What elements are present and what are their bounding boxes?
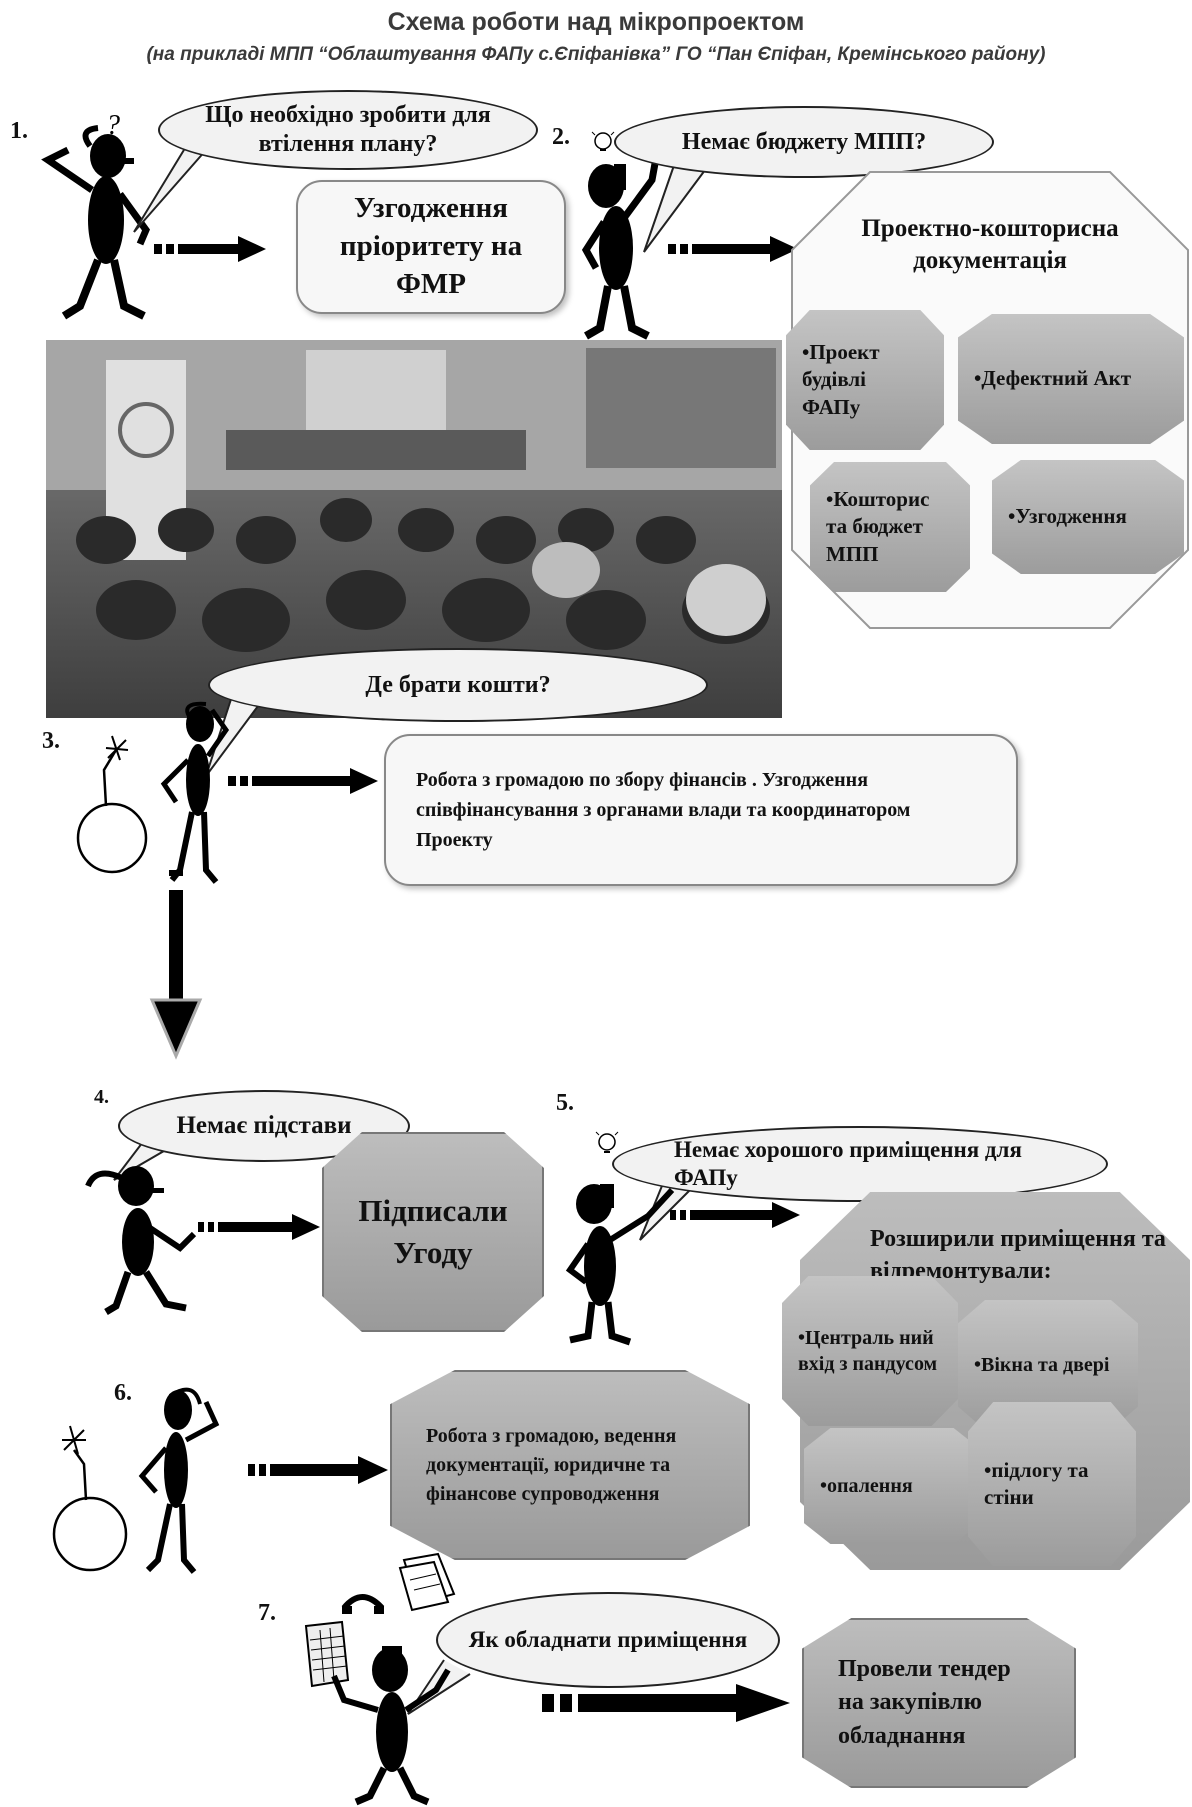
step-2-result-title: Проектно-кошторисна документація xyxy=(861,214,1119,275)
svg-text:?: ? xyxy=(106,110,120,141)
step-2-arrow xyxy=(668,236,798,262)
renovation-item-heating: •опалення xyxy=(804,1428,980,1544)
stick-figure-icon xyxy=(85,1166,197,1316)
stick-figure-icon xyxy=(565,1184,675,1346)
step-2-result-container: Проектно-кошторисна документація •Проект… xyxy=(786,170,1190,630)
step-1-arrow xyxy=(154,236,266,262)
diagram-title: Схема роботи над мікропроектом xyxy=(387,8,805,36)
step-3-number: 3. xyxy=(42,728,60,754)
step-2-number: 2. xyxy=(552,124,570,150)
step-1-result: Узгодження пріоритету на ФМР xyxy=(296,180,566,314)
stick-figure-icon xyxy=(41,125,150,320)
step-5-bubble: Немає хорошого приміщення для ФАПу xyxy=(612,1126,1108,1202)
doc-item-defect-act: •Дефектний Акт xyxy=(958,314,1184,444)
step-1-bubble: Що необхідно зробити для втілення плану? xyxy=(158,90,538,170)
bubble-tail-1 xyxy=(133,139,207,233)
doc-item-approval: •Узгодження xyxy=(992,460,1184,574)
step-6-result: Робота з громадою, ведення документації,… xyxy=(390,1370,750,1560)
step-2-bubble: Немає бюджету МПП? xyxy=(614,106,994,178)
step-6-arrow xyxy=(248,1456,388,1484)
step-3-result: Робота з громадою по збору фінансів . Уз… xyxy=(384,734,1018,886)
step-5-result-container: Розширили приміщення та відремонтували: … xyxy=(782,1192,1190,1570)
renovation-item-entrance: •Централь ний вхід з пандусом xyxy=(782,1276,958,1426)
step-7-number: 7. xyxy=(258,1600,276,1626)
stick-figure-icon xyxy=(160,701,230,884)
lightbulb-icon xyxy=(591,131,615,151)
renovation-item-floor-walls: •підлогу та стіни xyxy=(968,1402,1136,1566)
bubble-tail-2 xyxy=(643,147,715,253)
step-5-arrow xyxy=(670,1202,800,1228)
papers-icon xyxy=(398,1552,456,1612)
question-mark-icon: ? xyxy=(106,110,120,141)
step-7-bubble: Як обладнати приміщення xyxy=(436,1592,780,1688)
bomb-icon xyxy=(52,1425,128,1572)
step-7-arrow xyxy=(542,1684,792,1722)
phone-icon xyxy=(341,1594,385,1614)
stick-figure-icon xyxy=(581,157,660,340)
step-4-result: Підписали Угоду xyxy=(322,1132,544,1332)
step-6-number: 6. xyxy=(114,1380,132,1406)
step-7-result: Провели тендер на закупівлю обладнання xyxy=(802,1618,1076,1788)
meeting-photo xyxy=(46,340,782,718)
stick-figure-icon xyxy=(331,1646,451,1806)
down-arrow xyxy=(149,870,208,1060)
diagram-subtitle: (на прикладі МПП “Облаштування ФАПу с.Єп… xyxy=(146,44,1046,65)
step-4-number: 4. xyxy=(94,1086,109,1108)
step-4-arrow xyxy=(198,1214,320,1240)
doc-item-estimate: •Кошторис та бюджет МПП xyxy=(810,462,970,592)
step-5-number: 5. xyxy=(556,1090,574,1116)
calendar-icon xyxy=(304,1620,350,1688)
lightbulb-icon xyxy=(595,1131,619,1153)
doc-item-project: •Проект будівлі ФАПу xyxy=(786,310,944,450)
bubble-tail-5 xyxy=(639,1175,693,1241)
bomb-icon xyxy=(76,735,148,874)
step-3-bubble: Де брати кошти? xyxy=(208,648,708,722)
step-1-number: 1. xyxy=(10,118,28,144)
step-3-arrow xyxy=(228,768,378,794)
stick-figure-icon xyxy=(138,1387,220,1574)
step-5-result-title: Розширили приміщення та відремонтували: xyxy=(870,1225,1166,1284)
